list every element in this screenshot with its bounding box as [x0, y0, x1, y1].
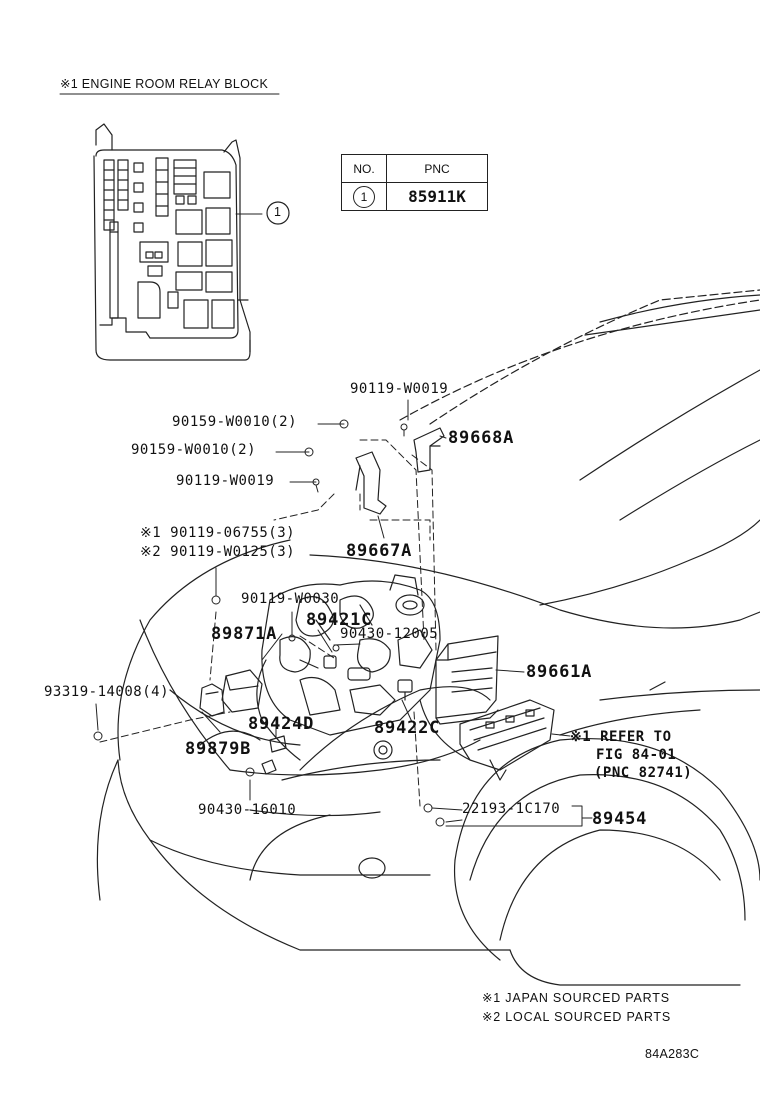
- pnc-row-number: 1: [353, 185, 375, 208]
- vehicle-body: [96, 289, 760, 986]
- part-label-90159-w0010-b[interactable]: 90159-W0010(2): [131, 442, 257, 458]
- pnc-table-header-pnc: PNC: [386, 154, 488, 183]
- part-label-89668a[interactable]: 89668A: [448, 428, 515, 448]
- part-label-90159-w0010-a[interactable]: 90159-W0010(2): [172, 414, 298, 430]
- bracket-89879b: [199, 683, 225, 717]
- pnc-table: NO. PNC 1 85911K: [341, 154, 488, 211]
- module-89871a: [221, 669, 263, 713]
- part-label-90119-w0019-top[interactable]: 90119-W0019: [350, 381, 449, 397]
- pnc-table-cell-pnc: 85911K: [386, 182, 488, 211]
- callout-number-1: 1: [274, 205, 282, 219]
- part-label-22193-1c170[interactable]: 22193-1C170: [462, 801, 561, 817]
- part-label-89422c[interactable]: 89422C: [374, 718, 441, 738]
- part-label-89421c[interactable]: 89421C: [306, 610, 373, 630]
- part-label-89667a[interactable]: 89667A: [346, 541, 413, 561]
- figure-code: 84A283C: [645, 1047, 700, 1061]
- refer-note-line-2[interactable]: FIG 84-01: [596, 747, 677, 763]
- part-label-89661a[interactable]: 89661A: [526, 662, 593, 682]
- sensor-89421c: [323, 655, 337, 669]
- pnc-table-header-no: NO.: [341, 154, 387, 183]
- part-label-89454[interactable]: 89454: [592, 809, 648, 829]
- callout-circle-1: [266, 201, 290, 225]
- part-label-90119-w0030[interactable]: 90119-W0030: [241, 591, 340, 607]
- relay-block-illustration: [93, 123, 263, 361]
- part-label-90119-w0125[interactable]: ※2 90119-W0125(3): [140, 544, 296, 560]
- legend-note-local: ※2 LOCAL SOURCED PARTS: [482, 1010, 671, 1024]
- ecu-bracket-82741: [459, 699, 555, 781]
- refer-note-line-1: ※1 REFER TO: [570, 729, 672, 745]
- part-label-90119-w0019-mid[interactable]: 90119-W0019: [176, 473, 275, 489]
- relay-block-title: ※1 ENGINE ROOM RELAY BLOCK: [60, 77, 269, 91]
- leader-lines: [95, 399, 593, 827]
- refer-note-line-3: (PNC 82741): [594, 765, 693, 781]
- part-label-89879b[interactable]: 89879B: [185, 739, 252, 759]
- part-label-90430-16010[interactable]: 90430-16010: [198, 802, 297, 818]
- engine-illustration: [256, 574, 471, 761]
- bracket-89667a: [355, 451, 387, 515]
- bracket-89668a: [413, 427, 445, 473]
- phantom-lines: [99, 439, 437, 807]
- part-label-93319-14008[interactable]: 93319-14008(4): [44, 684, 170, 700]
- part-label-89424d[interactable]: 89424D: [248, 714, 315, 734]
- legend-note-japan: ※1 JAPAN SOURCED PARTS: [482, 991, 670, 1005]
- pnc-table-cell-no: 1: [341, 182, 387, 211]
- sensor-89422c: [397, 679, 413, 701]
- part-label-90119-06755[interactable]: ※1 90119-06755(3): [140, 525, 296, 541]
- part-label-90430-12005[interactable]: 90430-12005: [340, 626, 439, 642]
- part-label-89871a[interactable]: 89871A: [211, 624, 278, 644]
- sensor-89424d: [261, 735, 287, 775]
- ecu-89661a: [435, 635, 499, 725]
